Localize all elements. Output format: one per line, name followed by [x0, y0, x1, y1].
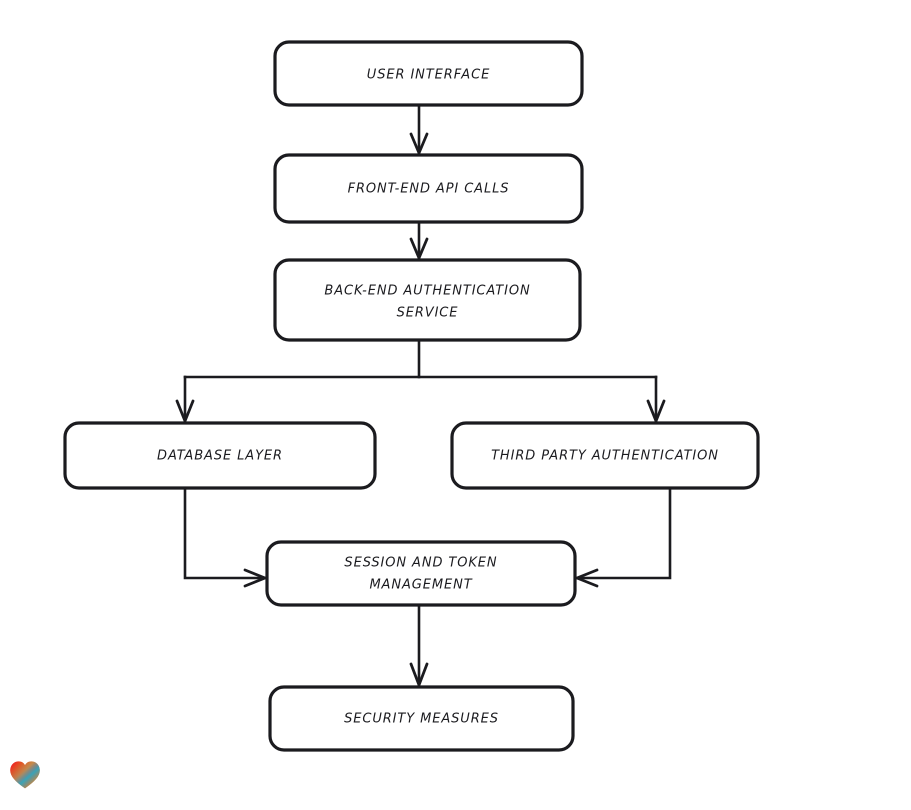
edge-session-and-token-management-to-security-measures [409, 603, 429, 687]
node-session-and-token-management-label-line1: SESSION AND TOKEN [344, 556, 497, 571]
node-front-end-api-calls-shape[interactable] [273, 153, 584, 224]
node-database-layer-label: DATABASE LAYER [157, 449, 283, 464]
node-database-layer-shape[interactable] [63, 421, 377, 490]
edge-database-layer-to-session-and-token-management [183, 486, 267, 588]
node-security-measures[interactable]: SECURITY MEASURES [268, 685, 575, 752]
node-third-party-authentication-shape[interactable] [450, 421, 760, 490]
node-back-end-authentication-service-shape[interactable] [273, 258, 582, 342]
node-user-interface[interactable]: USER INTERFACE [273, 40, 584, 107]
node-back-end-authentication-service-label-line1: BACK-END AUTHENTICATION [324, 284, 530, 299]
node-user-interface-label: USER INTERFACE [367, 68, 490, 83]
node-front-end-api-calls-label: FRONT-END API CALLS [348, 182, 510, 197]
node-third-party-authentication-label: THIRD PARTY AUTHENTICATION [491, 449, 719, 464]
node-database-layer[interactable]: DATABASE LAYER [63, 421, 377, 490]
node-session-and-token-management-shape[interactable] [265, 540, 577, 607]
edge-third-party-authentication-to-session-and-token-management [575, 486, 672, 588]
node-third-party-authentication[interactable]: THIRD PARTY AUTHENTICATION [450, 421, 760, 490]
node-back-end-authentication-service-label-line2: SERVICE [397, 306, 459, 321]
node-security-measures-label: SECURITY MEASURES [344, 712, 499, 727]
node-session-and-token-management[interactable]: SESSION AND TOKEN MANAGEMENT [265, 540, 577, 607]
node-user-interface-shape[interactable] [273, 40, 584, 107]
heart-logo-icon [10, 761, 40, 789]
node-front-end-api-calls[interactable]: FRONT-END API CALLS [273, 153, 584, 224]
edge-back-end-authentication-service-branch [175, 338, 666, 423]
edge-front-end-api-calls-to-back-end-authentication-service [409, 220, 429, 260]
edge-user-interface-to-front-end-api-calls [409, 103, 429, 155]
node-back-end-authentication-service[interactable]: BACK-END AUTHENTICATION SERVICE [273, 258, 582, 342]
node-security-measures-shape[interactable] [268, 685, 575, 752]
node-session-and-token-management-label-line2: MANAGEMENT [369, 578, 472, 593]
